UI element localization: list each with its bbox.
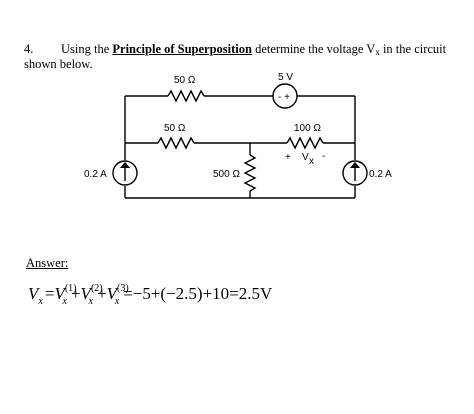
question-tail: in the circuit bbox=[379, 42, 447, 56]
question-line-2: shown below. bbox=[24, 57, 93, 71]
eq-equals: = bbox=[44, 284, 55, 303]
eq-plus-2: + bbox=[97, 284, 107, 303]
eq-term-3-sup: (3) bbox=[117, 283, 129, 294]
eq-term-2-sup: (2) bbox=[90, 283, 103, 294]
eq-plus-1: + bbox=[70, 284, 81, 303]
eq-term-1: V bbox=[54, 284, 65, 303]
label-vsource-symbol: - + bbox=[278, 92, 290, 103]
resistor-top bbox=[167, 89, 205, 103]
question-prefix: Using the bbox=[61, 42, 113, 56]
label-r-mid-left: 50 Ω bbox=[164, 123, 186, 134]
answer-equation: Vx=V(1)x+V(2)x+V(3)x=−5+(−2.5)+10=2.5V bbox=[28, 283, 273, 307]
eq-term-1-sub: x bbox=[62, 296, 67, 307]
eq-term-2-sub: x bbox=[88, 296, 94, 307]
label-r-mid-right: 100 Ω bbox=[294, 123, 321, 134]
current-source-left-icon bbox=[112, 160, 138, 186]
eq-lhs-sub: x bbox=[38, 296, 43, 307]
question-number: 4. bbox=[24, 42, 34, 56]
label-vsource: 5 V bbox=[278, 72, 293, 83]
eq-rhs: =−5+(−2.5)+10=2.5V bbox=[123, 284, 273, 303]
arrow-left-head-icon bbox=[120, 162, 130, 168]
voltage-source-icon bbox=[272, 83, 298, 109]
arrow-right-head-icon bbox=[350, 162, 360, 168]
answer-label: Answer: bbox=[26, 256, 69, 270]
eq-lhs: V bbox=[28, 284, 39, 303]
question-suffix: determine the voltage V bbox=[251, 42, 376, 56]
question-var-subscript: x bbox=[375, 47, 380, 57]
resistor-mid-right bbox=[286, 136, 324, 150]
label-vx: V bbox=[302, 152, 309, 163]
eq-term-1-sup: (1) bbox=[64, 283, 77, 294]
label-isource-right: 0.2 A bbox=[369, 169, 392, 180]
label-vx-minus: - bbox=[322, 151, 325, 162]
question-emphasis: Principle of Superposition bbox=[112, 42, 252, 56]
resistor-mid-left bbox=[157, 136, 195, 150]
resistor-center bbox=[243, 154, 257, 192]
question-line-1: Using the Principle of Superposition det… bbox=[61, 42, 446, 60]
eq-term-2: V bbox=[80, 284, 91, 303]
eq-term-3-sub: x bbox=[114, 296, 120, 307]
label-vx-plus: + bbox=[285, 152, 291, 163]
label-vx-sub: x bbox=[309, 156, 314, 167]
current-source-right-icon bbox=[342, 160, 368, 186]
label-r-top: 50 Ω bbox=[174, 75, 196, 86]
label-isource-left: 0.2 A bbox=[84, 169, 107, 180]
eq-term-3: V bbox=[106, 284, 118, 303]
label-r-center: 500 Ω bbox=[213, 169, 240, 180]
